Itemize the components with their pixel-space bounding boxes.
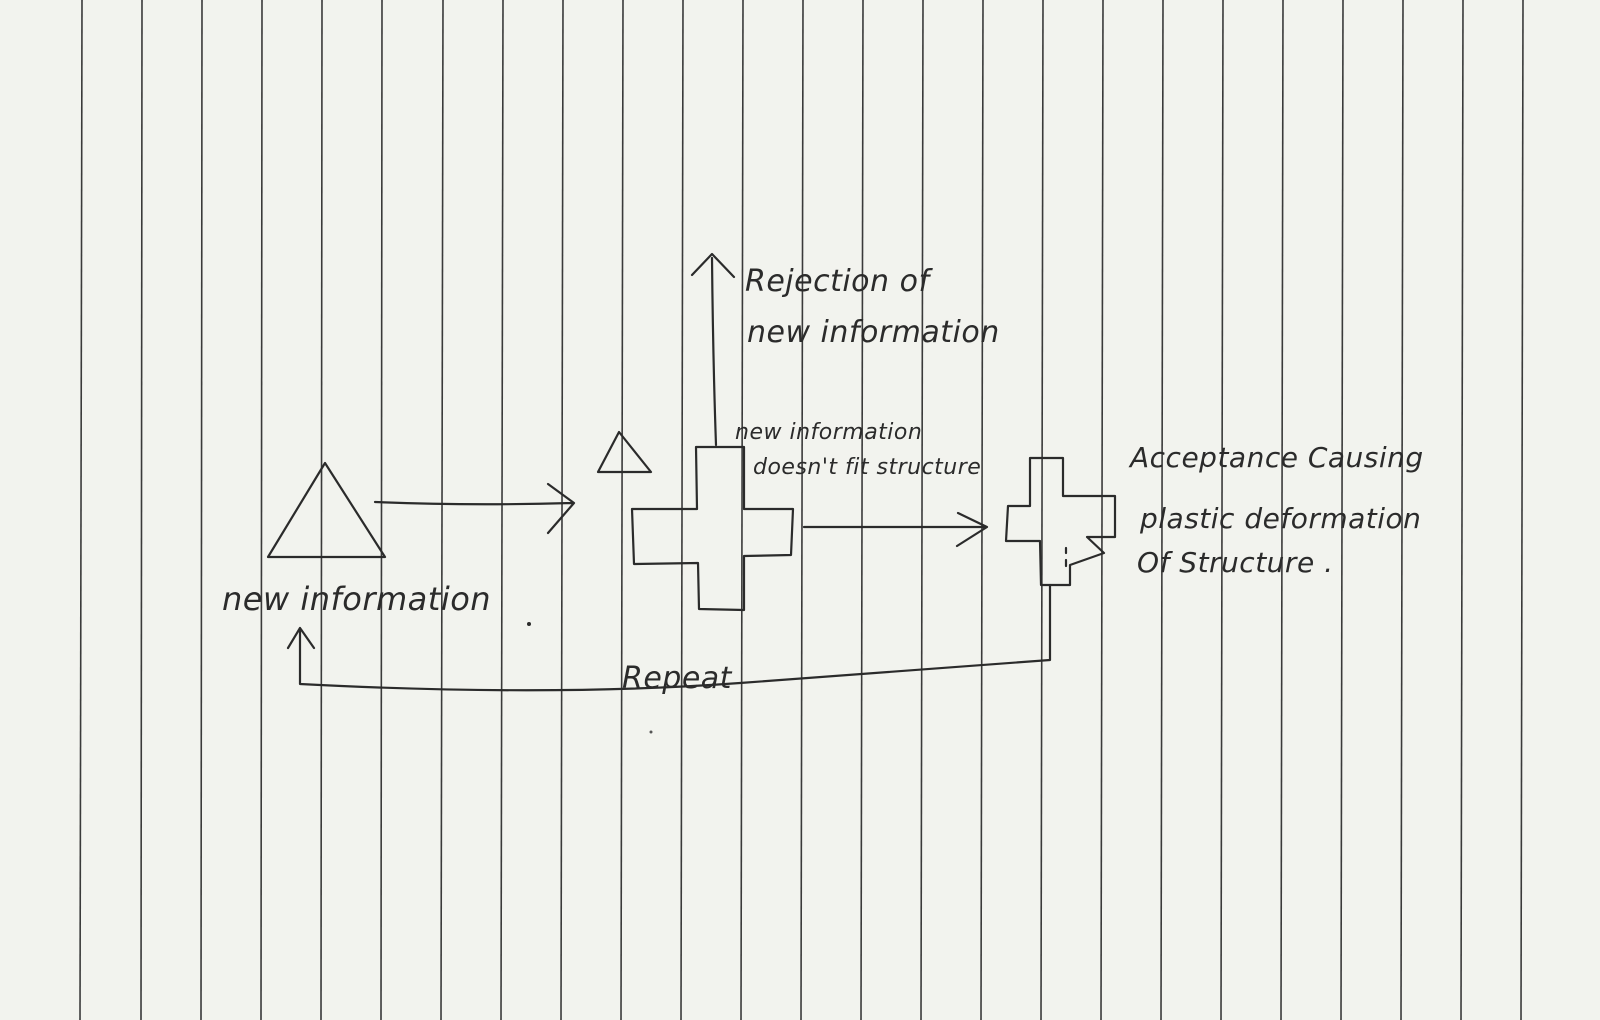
label-new-information: new information [222,580,491,618]
label-acceptance-line3: Of Structure . [1137,546,1333,579]
label-doesnt-fit-line2: doesn't fit structure [753,455,981,480]
small-triangle [596,430,653,474]
ink-dot [649,730,653,734]
ink-dot [527,622,531,626]
label-rejection-line1: Rejection of [745,264,933,299]
label-acceptance-line2: plastic deformation [1139,502,1421,535]
label-rejection-line2: new information [747,315,1000,350]
new-information-triangle [266,461,387,559]
ruled-lines [79,0,1524,1020]
label-doesnt-fit-line1: new information [735,420,922,445]
rejection-arrow [690,252,736,447]
deformed-structure-cross [1004,456,1117,587]
repeat-loop-arrow [286,583,1052,692]
arrow-to-deformed-structure [802,511,989,548]
label-acceptance-line1: Acceptance Causing [1128,441,1424,474]
structure-cross [630,445,795,612]
label-repeat: Repeat [622,661,733,696]
arrow-to-structure [373,482,576,535]
